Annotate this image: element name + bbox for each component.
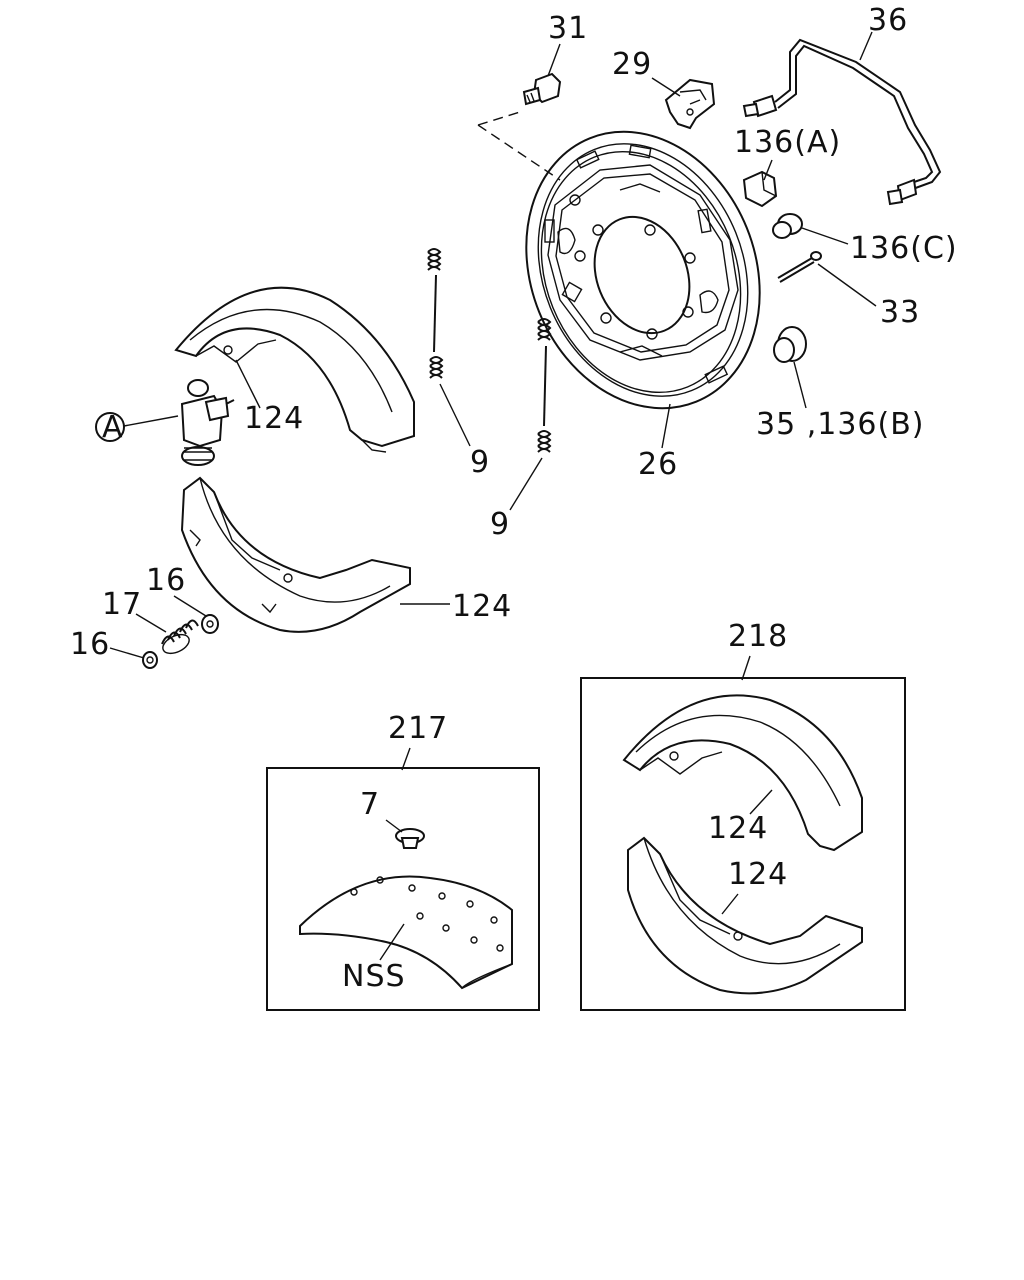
callout-7: 7	[360, 787, 380, 822]
bolt-31	[522, 72, 562, 106]
callout-124-kit-upper: 124	[708, 811, 768, 846]
callout-136a: 136(A)	[734, 125, 841, 160]
callout-124-upper: 124	[244, 401, 304, 436]
callout-124-lower: 124	[452, 589, 512, 624]
callout-31: 31	[548, 11, 588, 46]
callout-17: 17	[102, 587, 142, 622]
callout-29: 29	[612, 47, 652, 82]
washer-16-top	[201, 614, 219, 634]
adjuster-spring-17	[161, 619, 199, 655]
callout-9-lower: 9	[490, 507, 510, 542]
brake-shoe-lower	[180, 476, 411, 633]
kit-brake-shoe-lower	[627, 836, 863, 995]
clip-136a	[742, 170, 778, 208]
backing-plate	[525, 130, 761, 410]
callout-217: 217	[388, 711, 448, 746]
bracket-29	[664, 78, 716, 130]
brake-lining	[299, 875, 513, 990]
callout-124-kit-lower: 124	[728, 857, 788, 892]
callout-a-circle	[95, 412, 125, 442]
callout-nss: NSS	[342, 959, 406, 994]
leader-lines	[109, 31, 877, 961]
plug-35	[773, 326, 807, 363]
callout-33: 33	[880, 295, 920, 330]
kit-brake-shoe-upper	[622, 694, 863, 852]
callout-36: 36	[868, 3, 908, 38]
rivet-7	[395, 828, 425, 849]
callout-9-upper: 9	[470, 445, 490, 480]
callout-26: 26	[638, 447, 678, 482]
brake-pipe-36	[742, 38, 942, 206]
callout-218: 218	[728, 619, 788, 654]
grommet-136c	[772, 213, 803, 239]
washer-16-left	[142, 651, 158, 669]
wheel-cylinder	[180, 379, 235, 466]
return-spring-lower	[537, 318, 552, 453]
callout-a: A	[102, 410, 124, 445]
pin-33	[777, 251, 822, 283]
callout-136c: 136(C)	[850, 231, 958, 266]
bolt-locator-dashed-line	[477, 111, 561, 181]
brake-shoe-upper	[174, 286, 415, 453]
callout-35-136b: 35 ,136(B)	[756, 407, 925, 442]
return-spring-upper	[427, 248, 444, 379]
callout-16-left: 16	[70, 627, 110, 662]
callout-16-top: 16	[146, 563, 186, 598]
